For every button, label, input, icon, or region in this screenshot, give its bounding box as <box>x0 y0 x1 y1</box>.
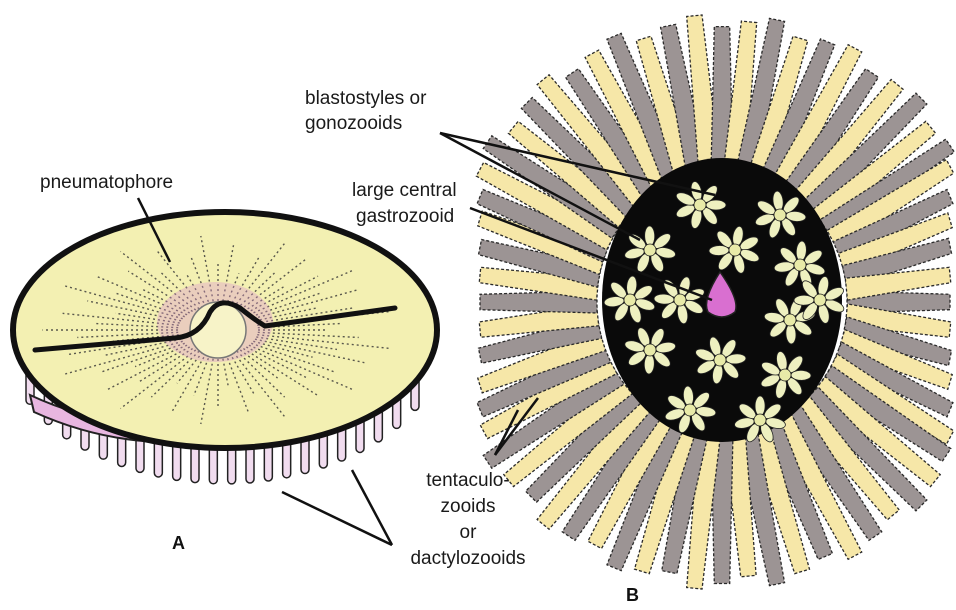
gonozooid-petal <box>644 226 654 246</box>
figure-label-b: B <box>626 585 639 606</box>
figure-label-a: A <box>172 533 185 554</box>
gonozooid-center <box>624 294 636 306</box>
label-tentaculo-line1: tentaculo- <box>398 470 538 492</box>
gonozooid-center <box>729 244 741 256</box>
label-tentaculo-line4: dactylozooids <box>398 548 538 570</box>
gonozooid-center <box>794 259 806 271</box>
figure-b <box>476 15 954 589</box>
gonozooid-center <box>779 369 791 381</box>
gonozooid-center <box>774 209 786 221</box>
label-central-line1: large central <box>352 180 457 202</box>
label-tentaculo-line3: or <box>398 522 538 544</box>
gonozooid-center <box>714 354 726 366</box>
gonozooid-petal <box>755 396 765 416</box>
label-central-line2: gastrozooid <box>356 206 454 228</box>
leader-dactylo-1 <box>282 492 392 545</box>
gonozooid-center <box>754 414 766 426</box>
leader-dactylo-2 <box>352 470 392 545</box>
gonozooid-center <box>674 294 686 306</box>
label-tentaculo-line2: zooids <box>398 496 538 518</box>
gonozooid-center <box>814 294 826 306</box>
gonozooid-center <box>694 199 706 211</box>
gonozooid-center <box>784 314 796 326</box>
label-pneumatophore: pneumatophore <box>40 172 173 194</box>
label-blastostyles-line2: gonozooids <box>305 113 402 135</box>
gonozooid-center <box>684 404 696 416</box>
label-blastostyles-line1: blastostyles or <box>305 88 426 110</box>
gonozooid-center <box>644 244 656 256</box>
figure-a <box>13 212 437 484</box>
gonozooid-center <box>644 344 656 356</box>
